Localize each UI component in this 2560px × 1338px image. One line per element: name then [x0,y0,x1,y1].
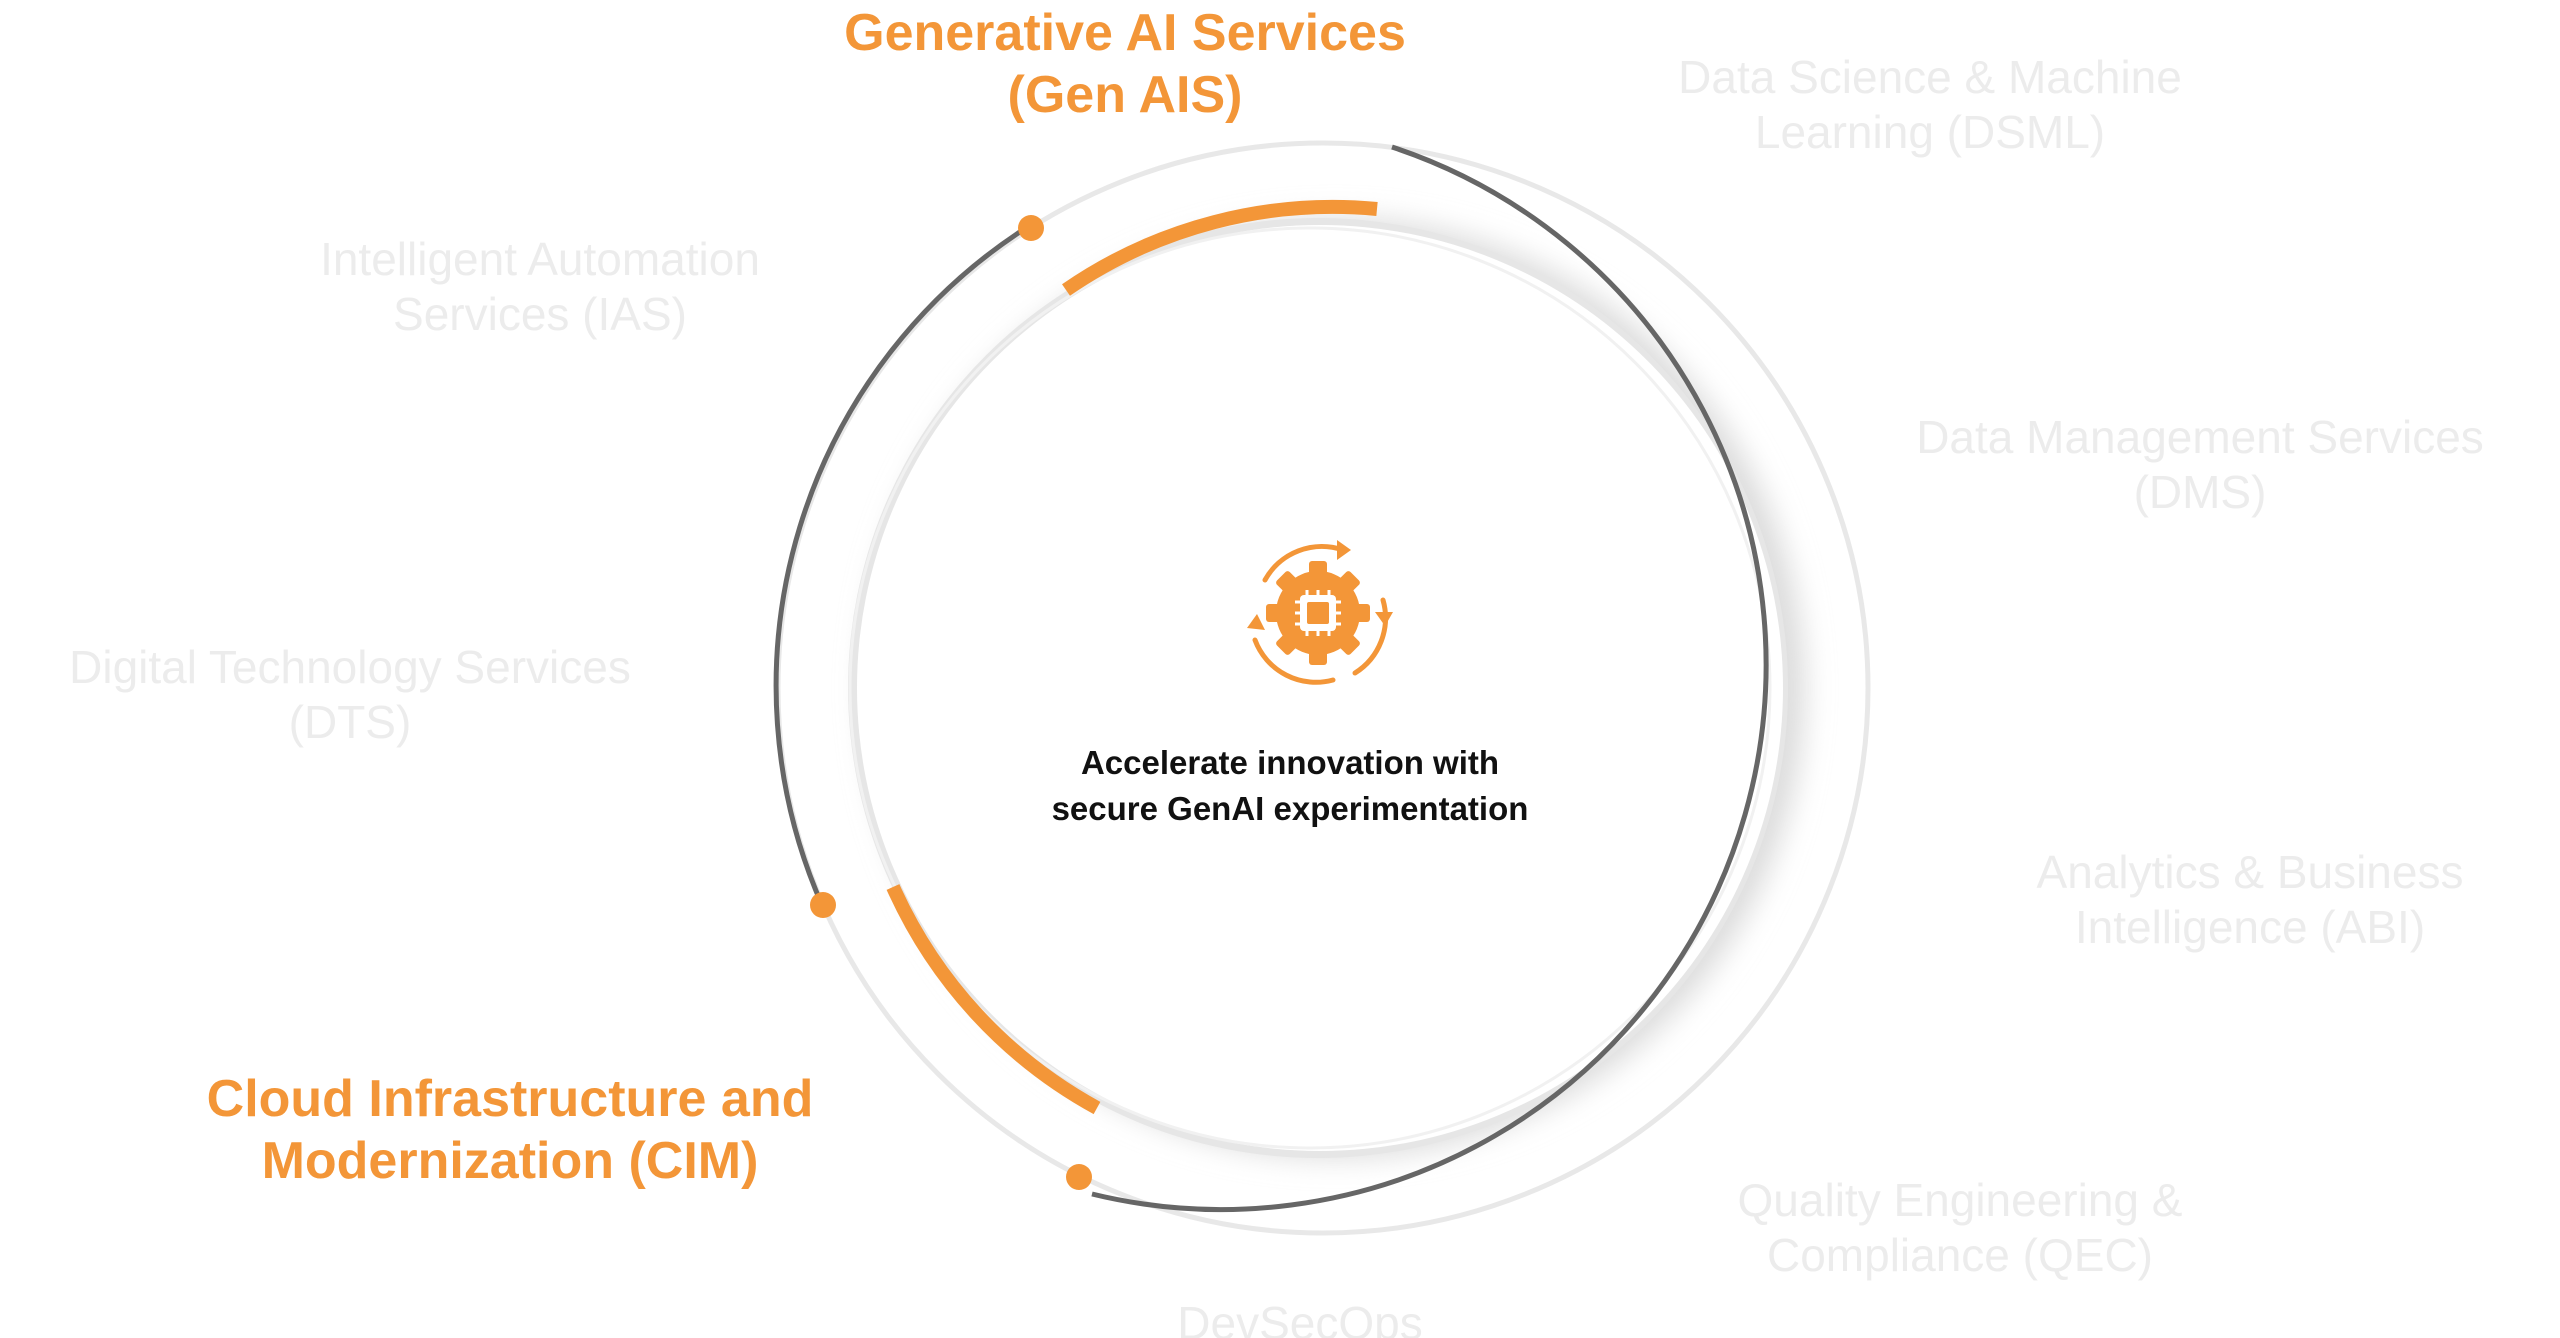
marker-dot [1018,215,1044,241]
service-label-abi[interactable]: Analytics & Business Intelligence (ABI) [1940,845,2560,955]
service-label-line: Learning (DSML) [1754,106,2106,159]
service-label-qec[interactable]: Quality Engineering & Compliance (QEC) [1650,1173,2270,1283]
service-label-line: (Gen AIS) [1007,66,1243,125]
marker-dot [810,892,836,918]
service-label-gen-ais[interactable]: Generative AI Services (Gen AIS) [780,2,1470,127]
service-label-line: Modernization (CIM) [261,1132,759,1191]
inner-disc-edge [848,226,1772,1150]
service-label-line: (DMS) [2133,466,2267,519]
service-label-line: Intelligent Automation [320,233,760,285]
center-tagline-line: Accelerate innovation with [1080,744,1500,781]
outer-ring-arc-left [773,223,1031,907]
service-label-dsml[interactable]: Data Science & Machine Learning (DSML) [1600,50,2260,160]
active-arc-bottom [886,884,1101,1115]
service-label-line: Data Management Services [1916,411,2484,463]
service-label-ias[interactable]: Intelligent Automation Services (IAS) [240,232,840,342]
service-label-line: Compliance (QEC) [1767,1229,2153,1282]
service-label-line: Cloud Infrastructure and [206,1070,814,1128]
service-label-dts[interactable]: Digital Technology Services (DTS) [0,640,700,750]
active-arc-top [1062,199,1378,296]
service-label-line: (DTS) [288,696,412,749]
service-label-line: Services (IAS) [393,288,687,341]
marker-dot [1066,1164,1092,1190]
service-label-devsecops[interactable]: DevSecOps [1100,1296,1500,1338]
service-label-cim[interactable]: Cloud Infrastructure and Modernization (… [150,1068,870,1193]
service-label-line: DevSecOps [1177,1297,1423,1338]
outer-ring-arc-right [1091,144,1769,1212]
service-label-line: Analytics & Business [2036,846,2464,898]
center-tagline-line: secure GenAI experimentation [1051,790,1529,828]
service-label-line: Generative AI Services [844,4,1406,62]
service-label-line: Digital Technology Services [69,641,631,693]
inner-disc [857,225,1783,1151]
service-label-line: Intelligence (ABI) [2074,901,2426,954]
center-tagline: Accelerate innovation with secure GenAI … [960,740,1620,832]
gear-chip-cycle-icon [1247,540,1393,685]
service-label-dms[interactable]: Data Management Services (DMS) [1840,410,2560,520]
service-label-line: Data Science & Machine [1678,51,2182,103]
service-label-line: Quality Engineering & [1737,1174,2183,1226]
